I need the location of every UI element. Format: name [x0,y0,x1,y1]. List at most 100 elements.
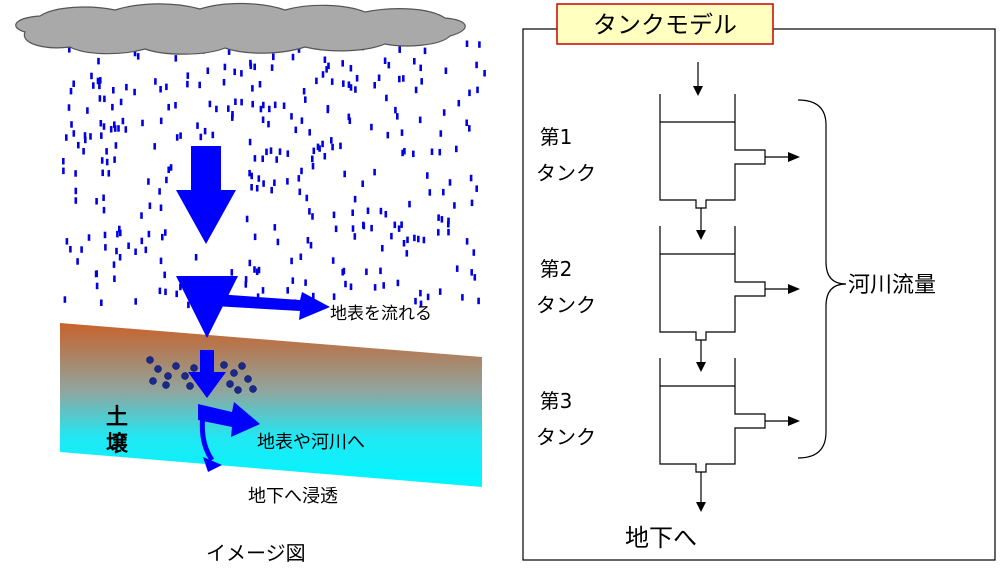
rain-drop [403,148,406,155]
tank-label-number: 第2 [540,257,573,281]
rain-drop [245,215,249,223]
rain-drop [327,62,330,70]
rain-drops [62,40,486,309]
rain-drop [475,61,478,69]
rain-drop [62,158,65,165]
rain-drop [96,77,100,85]
rain-drop [159,117,163,125]
rain-drop [397,225,401,232]
rain-drop [80,246,83,253]
rain-drop [72,130,76,137]
rain-drop [470,199,474,207]
rain-drop [159,86,162,93]
rain-drop [351,209,354,216]
rain-drop [94,270,98,278]
rain-drop [215,105,218,113]
rain-drop [208,100,212,108]
rain-drop [194,254,198,261]
rain-drop [230,269,234,276]
rain-drop [133,49,137,57]
rain-drop [321,140,324,148]
rain-drop [99,77,102,84]
rain-drop [92,82,95,89]
rain-drop [95,198,98,205]
rain-drop [248,169,251,177]
rain-drop [244,281,248,288]
rain-drop [72,80,75,87]
rain-drop [74,187,78,195]
rain-drop [140,212,143,219]
rain-drop [448,179,452,186]
rain-drop [455,145,458,153]
rain-drop [383,57,387,64]
tank-label-word: タンク [536,425,596,449]
rain-drop [233,68,236,76]
rain-drop [325,66,328,73]
rain-drop [377,74,381,81]
rain-drop [100,132,103,139]
tank-label-word: タンク [536,161,596,185]
rain-drop [112,87,115,94]
rain-drop [442,109,446,116]
rain-drop [439,130,443,137]
rain-drop [396,279,400,287]
rain-drop [103,231,107,239]
rain-drop [87,234,91,241]
rain-drop [119,98,123,106]
rain-drop [101,169,104,177]
rain-drop [440,216,444,223]
rain-drop [65,134,68,141]
rain-drop [223,63,227,71]
rain-drop [133,88,136,96]
rain-drop [231,114,234,121]
rain-drop [253,155,257,162]
rain-drop [447,221,450,228]
rain-drop [477,297,480,305]
rain-drop [198,81,201,89]
rain-drop [109,126,113,133]
surface-flow-arrow [214,292,330,320]
rain-drop [255,268,259,275]
rain-drop [165,83,168,91]
rain-drop [351,225,355,232]
rain-illustration: 地表を流れる 地表や河川へ 地下へ浸透 土 壌 イメージ図 [15,2,486,565]
rain-drop [257,266,261,274]
rain-drop [105,148,108,155]
rain-drop [273,224,277,231]
rain-drop [323,153,327,160]
side-outflow-arrowhead [788,152,800,162]
rain-drop [475,185,478,192]
rain-drop [394,106,397,114]
rain-drop [412,150,415,158]
rain-drop [308,129,311,136]
rain-drop [373,168,376,176]
rain-drop [386,131,390,139]
rain-drop [422,236,426,244]
rain-drop [127,242,130,249]
soil-label: 土 壌 [106,405,136,457]
rain-drop [158,287,162,295]
rain-drop [105,158,109,166]
rain-drop [265,148,268,156]
rain-drop [240,70,243,77]
rain-drop [113,156,116,163]
rain-drop [291,277,295,284]
rain-drop [159,257,163,265]
rain-drop [453,202,456,209]
rain-drop [124,126,128,133]
rain-drop [305,194,309,202]
rain-drop [278,148,282,155]
caption-label: イメージ図 [206,541,306,565]
rain-drop [98,95,102,102]
rain-drop [478,41,481,48]
rain-drop [158,188,161,195]
rain-drop [398,75,401,83]
rain-drop [167,166,170,173]
rain-drop [69,246,72,253]
rain-drop [134,298,137,305]
rain-drop [343,170,346,178]
rain-drop [468,125,471,132]
rain-drop [261,116,265,123]
rain-drop [315,77,318,85]
